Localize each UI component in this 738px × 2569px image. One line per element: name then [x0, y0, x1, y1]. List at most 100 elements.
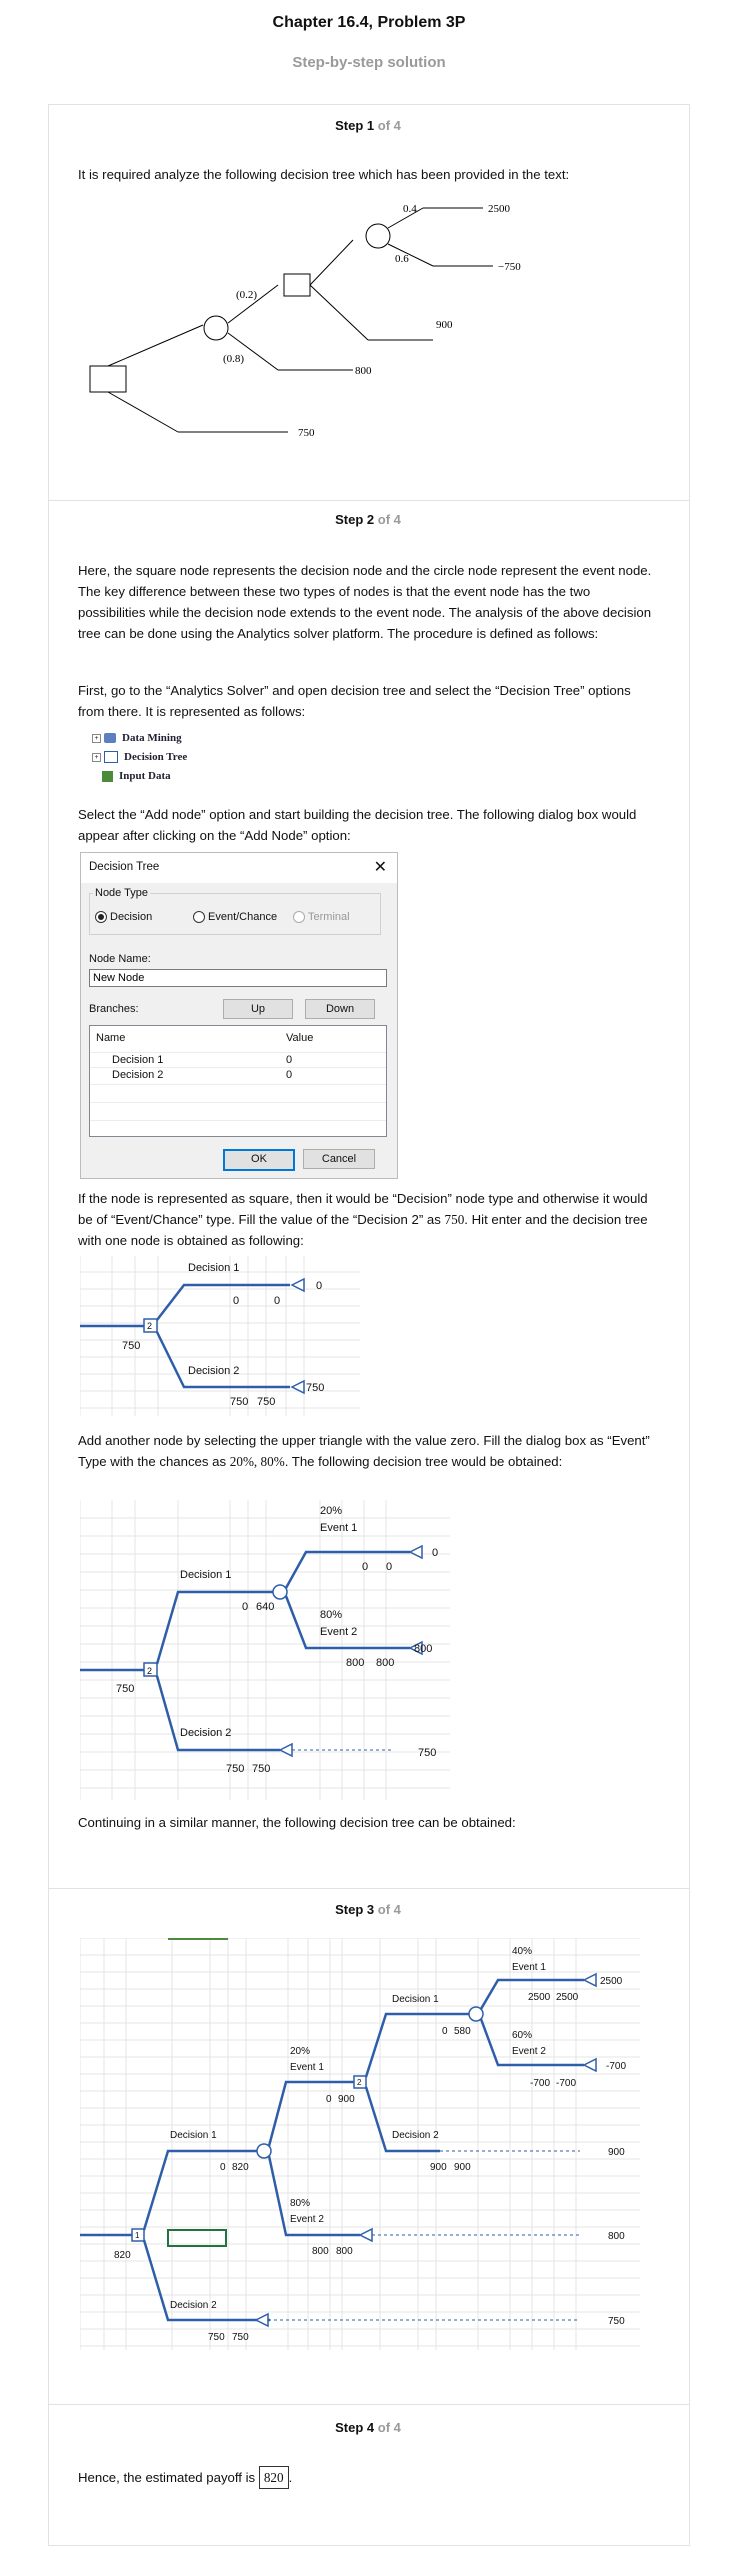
- radio-decision[interactable]: Decision: [95, 911, 152, 923]
- menu-item-data-mining[interactable]: + Data Mining: [92, 732, 182, 744]
- terminal-value: 0: [432, 1547, 438, 1559]
- menu-item-input-data[interactable]: Input Data: [102, 770, 171, 782]
- cell-value: 750: [257, 1396, 275, 1408]
- node-name-input[interactable]: [89, 969, 387, 987]
- root-value: 820: [114, 2250, 131, 2261]
- cancel-button[interactable]: Cancel: [303, 1149, 375, 1169]
- cell-value: 900: [430, 2162, 447, 2173]
- table-row[interactable]: Decision 1 0: [90, 1052, 386, 1067]
- cell-value: 800: [346, 1657, 364, 1669]
- step-1-text: It is required analyze the following dec…: [78, 167, 570, 182]
- terminal-value: 750: [418, 1747, 436, 1759]
- tree-payoff: 750: [298, 427, 315, 439]
- radio-event-chance[interactable]: Event/Chance: [193, 911, 277, 923]
- branch-label: Event 1: [512, 1962, 546, 1973]
- data-mining-icon: [104, 733, 116, 743]
- branch-label: Decision 2: [180, 1727, 231, 1739]
- radio-disabled-icon: [293, 911, 305, 923]
- radio-icon: [193, 911, 205, 923]
- node-type-label: Node Type: [93, 887, 151, 899]
- cell-value: 2500: [556, 1992, 579, 2003]
- branch-label: Decision 2: [188, 1365, 239, 1377]
- cell-value: 900: [454, 2162, 471, 2173]
- step-count: of 4: [377, 118, 401, 133]
- page-subtitle: Step-by-step solution: [292, 54, 446, 71]
- empty-row: [90, 1102, 386, 1103]
- cell-value: 750: [232, 2332, 249, 2343]
- event-probability: 60%: [512, 2030, 532, 2041]
- tree-prob: (0.2): [236, 289, 257, 301]
- row-name: Decision 2: [112, 1069, 164, 1081]
- tree-prob: 0.4: [403, 203, 417, 215]
- branch-label: Decision 2: [392, 2130, 439, 2141]
- tree-payoff: 2500: [488, 203, 511, 215]
- selected-cell[interactable]: [167, 2229, 227, 2247]
- step-count: of 4: [377, 2420, 401, 2435]
- node-number: 1: [135, 2231, 140, 2240]
- branch-label: Decision 2: [170, 2300, 217, 2311]
- step-4-heading: Step 4 of 4: [48, 2420, 688, 2435]
- cell-value: 750: [226, 1763, 244, 1775]
- input-data-icon: [102, 770, 113, 782]
- step-4-text: Hence, the estimated payoff is 820.: [78, 2466, 658, 2489]
- row-name: Decision 1: [112, 1054, 164, 1066]
- cell-value: 750: [252, 1763, 270, 1775]
- branch-label: Decision 1: [170, 2130, 217, 2141]
- final-answer: 820: [258, 2466, 289, 2489]
- cell-value: 0: [274, 1295, 280, 1307]
- cell-value: 750: [230, 1396, 248, 1408]
- ok-button[interactable]: OK: [223, 1149, 295, 1171]
- branch-label: Event 2: [290, 2214, 324, 2225]
- cell-value: 640: [256, 1601, 274, 1613]
- full-decision-tree: 1 820 Decision 1 0 820 Decision 2 750 75…: [80, 1938, 640, 2350]
- step-label: Step 4: [335, 2420, 375, 2435]
- terminal-value: 800: [414, 1643, 432, 1655]
- branches-label: Branches:: [89, 1003, 139, 1015]
- terminal-value: 750: [306, 1382, 324, 1394]
- branch-label: Decision 1: [188, 1262, 239, 1274]
- terminal-value: 900: [608, 2147, 625, 2158]
- cell-value: 750: [208, 2332, 225, 2343]
- step-1-heading: Step 1 of 4: [48, 118, 688, 133]
- radio-selected-icon: [95, 911, 107, 923]
- branch-label: Event 2: [320, 1626, 357, 1638]
- up-button[interactable]: Up: [223, 999, 293, 1019]
- row-value: 0: [286, 1054, 293, 1066]
- step-label: Step 2: [335, 512, 375, 527]
- step-label: Step 1: [335, 118, 375, 133]
- step-2-para-4: If the node is represented as square, th…: [78, 1191, 648, 1248]
- tree-prob: 0.6: [395, 253, 409, 265]
- down-button[interactable]: Down: [305, 999, 375, 1019]
- terminal-value: 750: [608, 2316, 625, 2327]
- branch-label: Decision 1: [392, 1994, 439, 2005]
- node-number: 2: [357, 2078, 362, 2087]
- branch-label: Decision 1: [180, 1569, 231, 1581]
- empty-row: [90, 1084, 386, 1085]
- event-probability: 80%: [290, 2198, 310, 2209]
- close-icon[interactable]: ✕: [373, 859, 387, 876]
- dialog-title: Decision Tree: [89, 861, 160, 873]
- cell-value: 800: [336, 2246, 353, 2257]
- branches-table: Name Value Decision 1 0 Decision 2 0: [89, 1025, 387, 1137]
- cell-value: 0: [442, 2026, 448, 2037]
- decision-tree-two-nodes: 2 750 Decision 1 0 640 20% Event 1 0 0 0…: [80, 1500, 450, 1800]
- decision-tree-icon: [104, 751, 118, 763]
- event-node-circle-2: [365, 223, 391, 249]
- cell-value: 0: [386, 1561, 392, 1573]
- branch-label: Event 2: [512, 2046, 546, 2057]
- page-title: Chapter 16.4, Problem 3P: [272, 14, 466, 31]
- empty-row: [90, 1120, 386, 1121]
- separator: [48, 1888, 690, 1889]
- step-2-para-6: Continuing in a similar manner, the foll…: [78, 1815, 516, 1830]
- step-2-para-1: Here, the square node represents the dec…: [78, 563, 652, 641]
- cell-value: 820: [232, 2162, 249, 2173]
- tree-payoff: 800: [355, 365, 372, 377]
- root-value: 750: [116, 1683, 134, 1695]
- menu-item-decision-tree[interactable]: + Decision Tree: [92, 751, 187, 763]
- step-2-heading: Step 2 of 4: [48, 512, 688, 527]
- cell-value: 800: [376, 1657, 394, 1669]
- cell-value: 0: [233, 1295, 239, 1307]
- dialog-titlebar: Decision Tree ✕: [81, 853, 397, 883]
- table-row[interactable]: Decision 2 0: [90, 1067, 386, 1082]
- cell-value: 900: [338, 2094, 355, 2105]
